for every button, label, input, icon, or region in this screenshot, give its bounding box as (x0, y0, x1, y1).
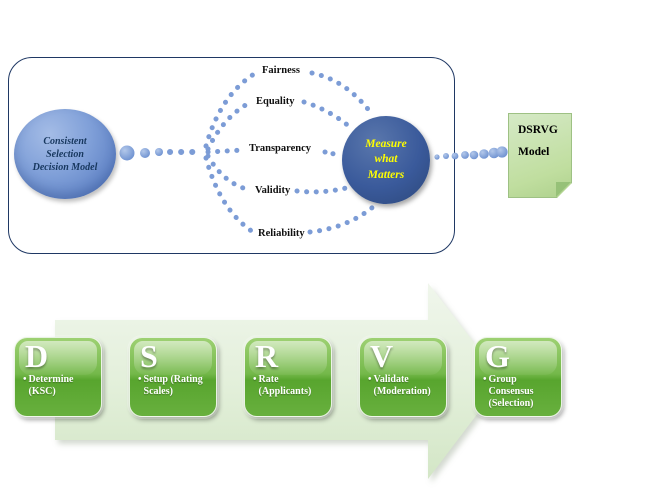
step-setup: S • Setup (Rating Scales) (129, 337, 217, 417)
source-node-label: Consistent Selection Decision Model (32, 135, 98, 173)
source-node: Consistent Selection Decision Model (14, 109, 116, 199)
bullet-icon: • (253, 373, 257, 385)
step-letter: R (255, 338, 279, 374)
bullet-icon: • (23, 373, 27, 385)
step-determine: D • Determine (KSC) (14, 337, 102, 417)
dsrvg-note: DSRVG Model (508, 113, 572, 198)
step-letter: G (485, 338, 510, 374)
step-label: Validate (Moderation) (373, 373, 431, 397)
criterion-reliability: Reliability (258, 228, 305, 239)
step-group-consensus: G • Group Consensus (Selection) (474, 337, 562, 417)
center-node-label: Measure what Matters (365, 137, 407, 181)
step-label: Setup (Rating Scales) (143, 373, 203, 397)
note-line-2: Model (518, 146, 550, 158)
step-letter: S (140, 338, 158, 374)
step-label: Group Consensus (Selection) (488, 373, 534, 409)
step-rate: R • Rate (Applicants) (244, 337, 332, 417)
step-letter: V (370, 338, 394, 374)
process-steps: D • Determine (KSC) S • Setup (Rating Sc… (14, 337, 562, 417)
bullet-icon: • (483, 373, 487, 385)
note-line-1: DSRVG (518, 124, 558, 136)
bullet-icon: • (138, 373, 142, 385)
criterion-validity: Validity (255, 185, 291, 196)
bullet-icon: • (368, 373, 372, 385)
criterion-fairness: Fairness (262, 65, 300, 76)
step-label: Determine (KSC) (28, 373, 74, 397)
step-letter: D (25, 338, 49, 374)
step-label: Rate (Applicants) (258, 373, 312, 397)
criterion-equality: Equality (256, 96, 295, 107)
criterion-transparency: Transparency (249, 143, 312, 154)
step-validate: V • Validate (Moderation) (359, 337, 447, 417)
center-node: Measure what Matters (342, 116, 430, 204)
